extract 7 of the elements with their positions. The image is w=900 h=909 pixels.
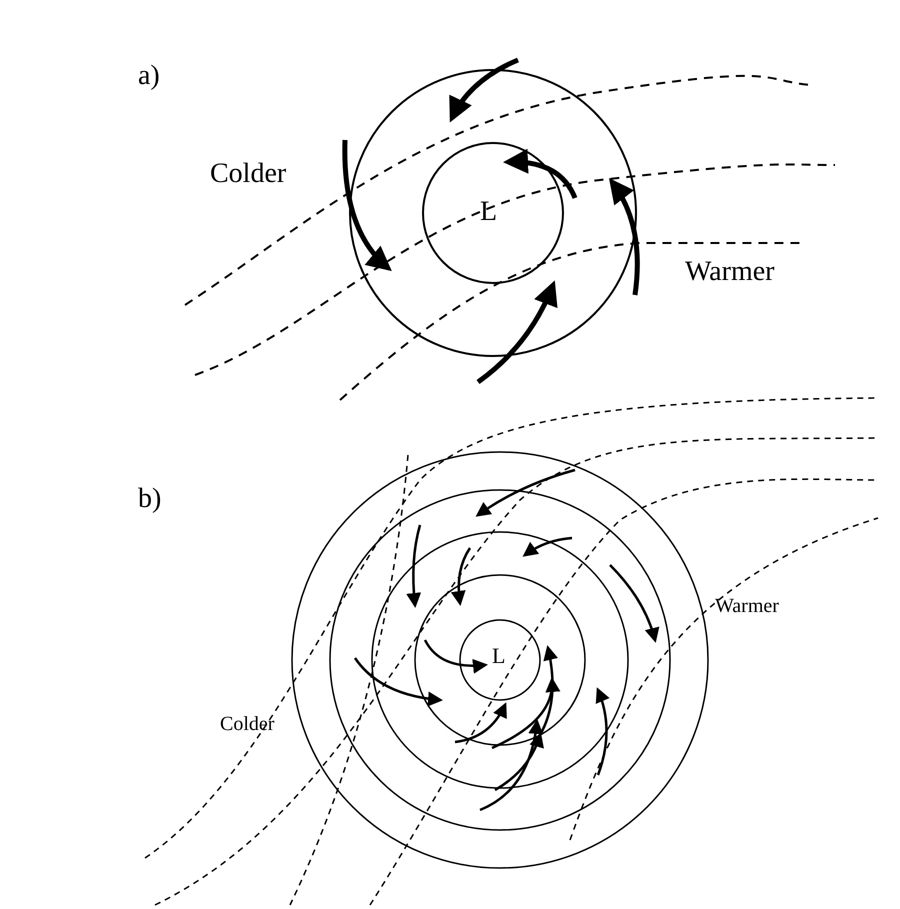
region-label: Warmer	[685, 258, 774, 286]
panel-label: b)	[138, 485, 162, 513]
region-label: Colder	[220, 714, 274, 734]
low-pressure-label: L	[492, 645, 506, 667]
region-label: Colder	[210, 160, 286, 188]
panel-label: a)	[138, 62, 160, 90]
region-label: Warmer	[715, 596, 779, 616]
